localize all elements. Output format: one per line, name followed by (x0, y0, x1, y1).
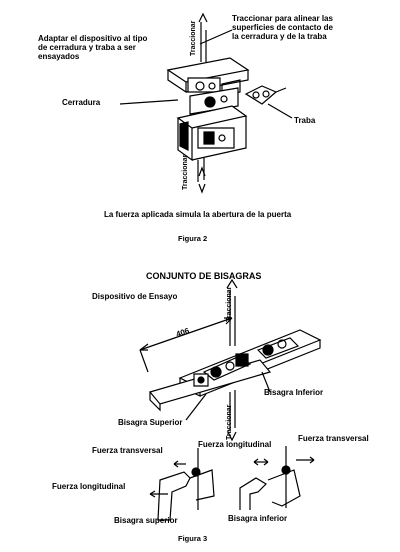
label-cerradura: Cerradura (62, 98, 101, 107)
leader-bisagra-superior (186, 394, 206, 420)
label-fuerza-transversal-right: Fuerza transversal (298, 434, 369, 443)
leader-traba (268, 104, 292, 118)
label-bisagra-inferior-small: Bisagra inferior (228, 514, 288, 523)
label-fuerza-longitudinal-top: Fuerza longitudinal (198, 440, 272, 449)
label-fuerza-transversal-left: Fuerza transversal (92, 446, 163, 455)
label-traccionar-hinge-bottom: Traccionar (226, 404, 233, 440)
hinge-bottom-pull-rod (228, 390, 236, 440)
top-pull-rod (199, 14, 207, 62)
label-adaptar-dispositivo: Adaptar el dispositivo al tipo de cerrad… (38, 34, 148, 61)
label-fuerza-longitudinal-left: Fuerza longitudinal (52, 482, 126, 491)
label-fuerza-aplicada: La fuerza aplicada simula la abertura de… (104, 210, 292, 219)
leader-cerradura (120, 100, 178, 104)
label-traccionar-hinge-top: Traccionar (226, 286, 233, 322)
label-bisagra-superior: Bisagra Superior (118, 418, 183, 427)
figure-3-caption: Figura 3 (178, 534, 208, 543)
dimension-406 (140, 318, 232, 372)
figure-3-title: CONJUNTO DE BISAGRAS (146, 271, 262, 281)
striker (246, 86, 286, 104)
upper-hinge-sketch (150, 448, 214, 520)
label-bisagra-inferior: Bisagra Inferior (264, 388, 324, 397)
lower-hinge-sketch (240, 446, 314, 510)
label-traccionar-bottom: Traccionar (182, 154, 189, 190)
bottom-pull-rod (198, 158, 205, 192)
leader-bisagra-inferior (262, 372, 270, 392)
label-traccionar-top: Traccionar (190, 20, 197, 56)
label-traccionar-alinear: Traccionar para alinear las superficies … (232, 14, 333, 41)
label-bisagra-superior-small: Bisagra superior (114, 516, 178, 525)
striker-fixture (178, 106, 246, 160)
label-traba: Traba (294, 116, 316, 125)
figure-2-caption: Figura 2 (178, 234, 208, 243)
figure-3-subtitle: Dispositivo de Ensayo (92, 292, 178, 301)
hinge-assembly (194, 338, 298, 386)
leader-top (200, 30, 232, 44)
